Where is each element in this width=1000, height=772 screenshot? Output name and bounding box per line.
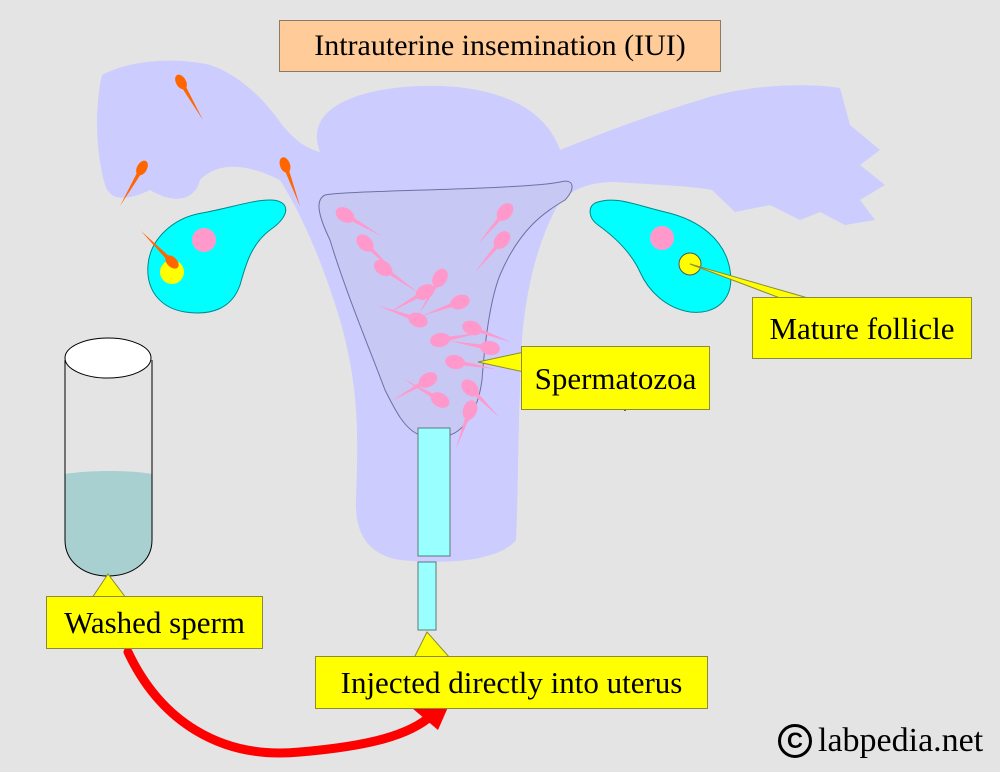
callout-injected-pointer bbox=[413, 631, 452, 659]
right-follicle-pink bbox=[650, 226, 674, 250]
left-ovary bbox=[147, 199, 287, 314]
label-spermatozoa: Spermatozoa bbox=[521, 346, 710, 410]
left-follicle-pink bbox=[192, 228, 216, 252]
catheter-upper bbox=[417, 427, 451, 557]
red-arrow bbox=[123, 647, 437, 758]
catheter-lower bbox=[417, 561, 437, 631]
copyright-icon: C bbox=[778, 724, 812, 758]
right-ovary bbox=[589, 199, 732, 313]
label-mature-follicle: Mature follicle bbox=[752, 297, 972, 359]
sperm-fluid bbox=[65, 471, 152, 576]
uterus-body bbox=[97, 60, 886, 562]
label-washed-sperm: Washed sperm bbox=[46, 596, 263, 649]
callout-washed-pointer bbox=[91, 573, 127, 599]
diagram-title: Intrauterine insemination (IUI) bbox=[279, 20, 721, 72]
copyright-mark: C labpedia.net bbox=[778, 722, 983, 760]
test-tube-rim bbox=[64, 337, 152, 379]
copyright-text: labpedia.net bbox=[818, 722, 984, 759]
label-injected-into-uterus: Injected directly into uterus bbox=[315, 656, 708, 709]
